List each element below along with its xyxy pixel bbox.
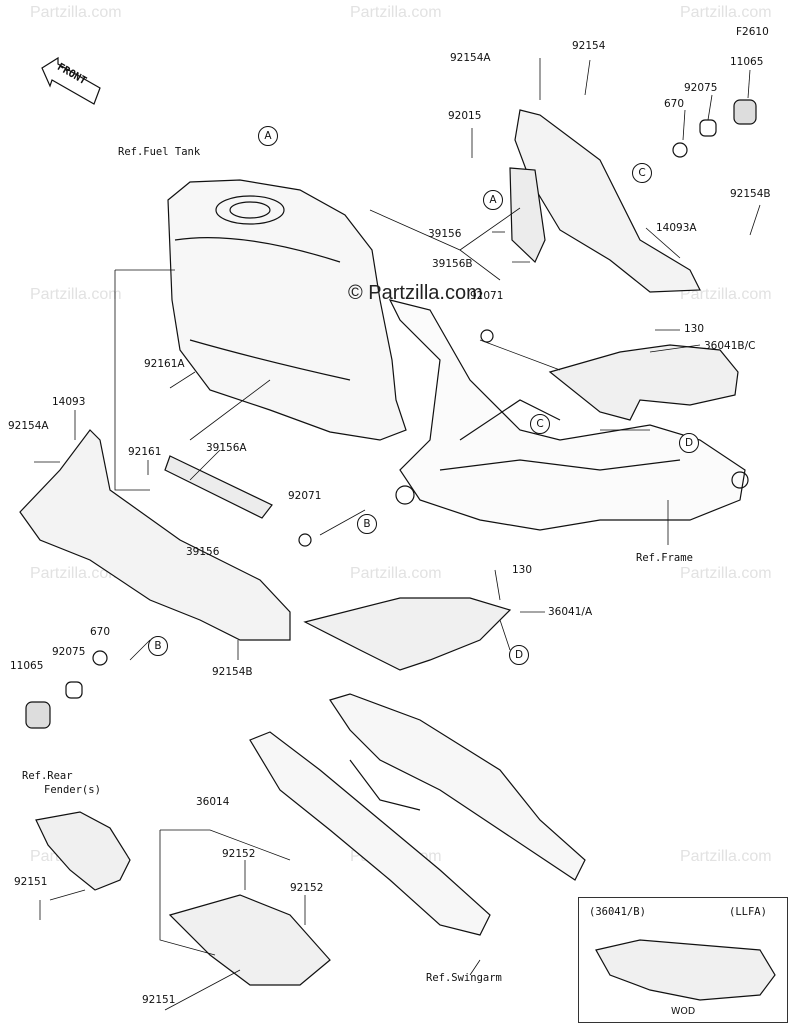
callout-a: A (483, 190, 503, 210)
part-11065: 11065 (10, 660, 44, 672)
watermark: Partzilla.com (30, 4, 122, 21)
lower-cover-36041A (303, 597, 512, 671)
watermark-center: © Partzilla.com (348, 282, 483, 304)
part-92152: 92152 (290, 882, 324, 894)
inset-cover-36041B (595, 939, 776, 1001)
watermark: Partzilla.com (680, 565, 772, 582)
part-14093: 14093 (52, 396, 86, 408)
part-670: 670 (90, 626, 111, 638)
part-92151: 92151 (142, 994, 176, 1006)
ref-rear-fender-1: Ref.Rear (22, 770, 73, 782)
part-39156B: 39156B (432, 258, 473, 270)
watermark: Partzilla.com (680, 4, 772, 21)
fuel-cap (215, 195, 285, 225)
inset-variant: (LLFA) (729, 906, 767, 918)
callout-c: C (530, 414, 550, 434)
watermark: Partzilla.com (680, 848, 772, 865)
part-92075: 92075 (52, 646, 86, 658)
figure-code: F2610 (736, 26, 769, 38)
ring-670-right (672, 142, 688, 158)
callout-b: B (357, 514, 377, 534)
part-14093A: 14093A (656, 222, 697, 234)
watermark: Partzilla.com (30, 565, 122, 582)
part-92154: 92154 (572, 40, 606, 52)
part-92071: 92071 (470, 290, 504, 302)
part-39156A: 39156A (206, 442, 247, 454)
swingarm-outline (329, 693, 586, 881)
front-arrow-icon (41, 56, 101, 105)
part-92151: 92151 (14, 876, 48, 888)
grommet-11065-right (733, 99, 757, 125)
lower-cover-36041BC (548, 344, 739, 421)
ref-swingarm: Ref.Swingarm (426, 972, 502, 984)
ring-670-left (92, 650, 108, 666)
part-36041A: 36041/A (548, 606, 593, 618)
watermark: Partzilla.com (30, 286, 122, 303)
grommet-92071-top (480, 329, 494, 343)
inset-color-code: WOD (671, 1006, 696, 1017)
grommet-11065-left (25, 701, 51, 729)
part-92075: 92075 (684, 82, 718, 94)
part-36014: 36014 (196, 796, 230, 808)
part-39156: 39156 (428, 228, 462, 240)
part-92154B: 92154B (730, 188, 771, 200)
ref-frame: Ref.Frame (636, 552, 693, 564)
part-130: 130 (512, 564, 533, 576)
ref-fuel-tank: Ref.Fuel Tank (118, 146, 201, 158)
part-92161: 92161 (128, 446, 162, 458)
left-cover-14093 (19, 429, 291, 641)
part-92152: 92152 (222, 848, 256, 860)
watermark: Partzilla.com (350, 565, 442, 582)
part-36041BC: 36041B/C (704, 340, 756, 352)
callout-c: C (632, 163, 652, 183)
callout-d: D (509, 645, 529, 665)
callout-b: B (148, 636, 168, 656)
part-92161A: 92161A (144, 358, 185, 370)
part-39156: 39156 (186, 546, 220, 558)
ref-rear-fender-2: Fender(s) (44, 784, 101, 796)
part-11065: 11065 (730, 56, 764, 68)
part-92154B: 92154B (212, 666, 253, 678)
part-92154A: 92154A (8, 420, 49, 432)
watermark: Partzilla.com (350, 4, 442, 21)
grommet-92071-mid (298, 533, 312, 547)
fuel-tank-outline (167, 179, 407, 441)
part-670: 670 (664, 98, 685, 110)
inset-part-number: (36041/B) (589, 906, 646, 918)
part-92015: 92015 (448, 110, 482, 122)
grommet-92075-right (699, 119, 717, 137)
inset-box: (36041/B) (LLFA) WOD (578, 897, 788, 1023)
rear-fender-bracket (35, 811, 131, 891)
callout-a: A (258, 126, 278, 146)
frame-outline (388, 299, 746, 531)
part-92154A: 92154A (450, 52, 491, 64)
chain-guard-36014 (168, 894, 331, 986)
callout-d: D (679, 433, 699, 453)
part-92071: 92071 (288, 490, 322, 502)
part-130: 130 (684, 323, 705, 335)
right-cover-14093A (514, 109, 701, 293)
grommet-92075-left (65, 681, 83, 699)
watermark: Partzilla.com (680, 286, 772, 303)
